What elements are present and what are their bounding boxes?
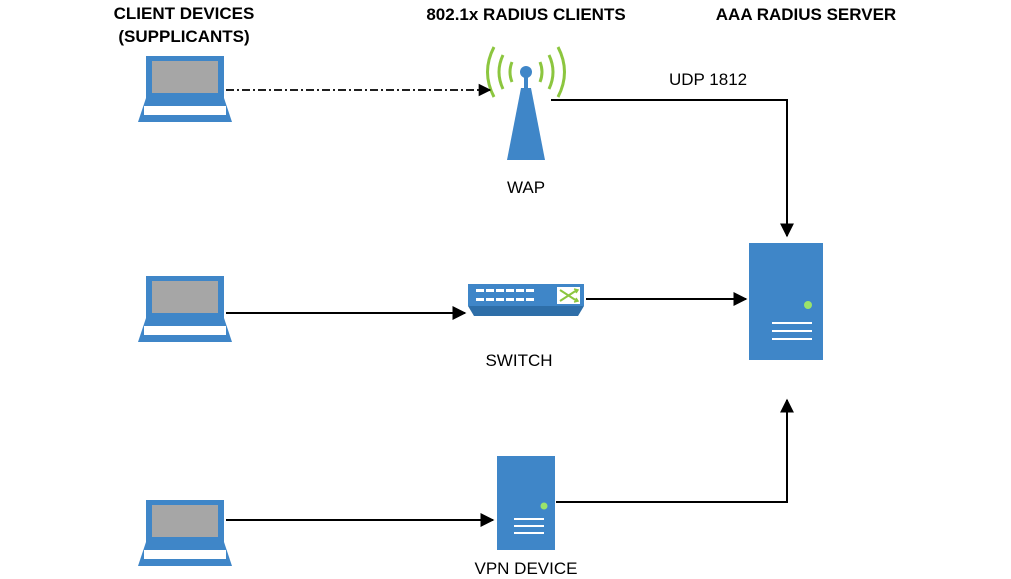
server-icon	[497, 456, 555, 550]
vpn-device-label: VPN DEVICE	[475, 559, 578, 578]
udp-port-label: UDP 1812	[669, 70, 747, 89]
aaa-server-header: AAA RADIUS SERVER	[716, 5, 896, 24]
network-switch-icon	[468, 284, 584, 316]
vpn-to-server-arrow	[556, 398, 794, 503]
wap-to-server-arrow	[551, 99, 794, 238]
laptop-icon	[138, 56, 232, 122]
switch-label: SWITCH	[485, 351, 552, 370]
laptop-icon	[138, 500, 232, 566]
supplicants-subheader: (SUPPLICANTS)	[118, 27, 249, 46]
laptop-icon	[138, 276, 232, 342]
server-icon	[749, 243, 823, 360]
radius-clients-header: 802.1x RADIUS CLIENTS	[426, 5, 625, 24]
wap-label: WAP	[507, 178, 545, 197]
wireless-access-point-icon	[486, 46, 566, 160]
client-devices-header: CLIENT DEVICES	[114, 4, 255, 23]
